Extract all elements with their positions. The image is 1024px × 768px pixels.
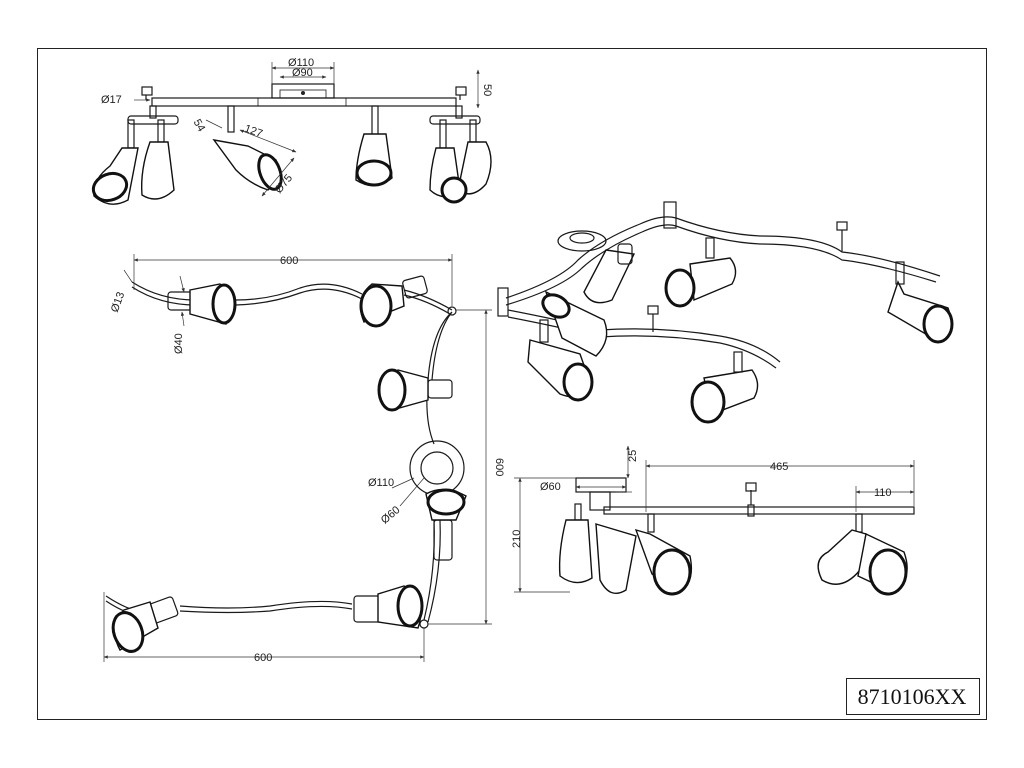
- dim-top-w600-lower: 600: [254, 652, 272, 664]
- dim-top-d40: Ø40: [173, 333, 185, 354]
- dim-front-127: 127: [243, 123, 264, 141]
- dim-front-54: 54: [191, 117, 208, 134]
- title-block: 8710106XX: [846, 678, 980, 715]
- dim-side-w110: 110: [874, 487, 892, 499]
- dim-front-h50: 50: [481, 84, 493, 96]
- dim-front-d90: Ø90: [292, 67, 313, 79]
- dim-side-h210: 210: [511, 530, 523, 548]
- dim-top-d110: Ø110: [368, 477, 394, 489]
- dim-side-h25: 25: [627, 450, 639, 462]
- dim-top-h600: 600: [493, 458, 505, 476]
- article-number: 8710106XX: [858, 684, 967, 709]
- dim-side-w465: 465: [770, 461, 788, 473]
- dim-top-w600-upper: 600: [280, 255, 298, 267]
- front-view: Ø110 Ø90 Ø17 50 54 127 Ø75: [91, 57, 493, 205]
- dim-top-d13: Ø13: [109, 290, 127, 314]
- drawing-frame: [37, 48, 987, 720]
- perspective-view: [497, 201, 954, 424]
- dim-front-d17: Ø17: [101, 94, 122, 106]
- dim-side-d60: Ø60: [540, 481, 561, 493]
- dim-front-d110: Ø110: [288, 57, 314, 69]
- dim-top-d60: Ø60: [379, 504, 403, 527]
- side-view: 25 465 Ø60 110 210: [511, 445, 915, 596]
- top-view: 600 Ø13 Ø40 600 Ø110 Ø60 600: [103, 254, 505, 664]
